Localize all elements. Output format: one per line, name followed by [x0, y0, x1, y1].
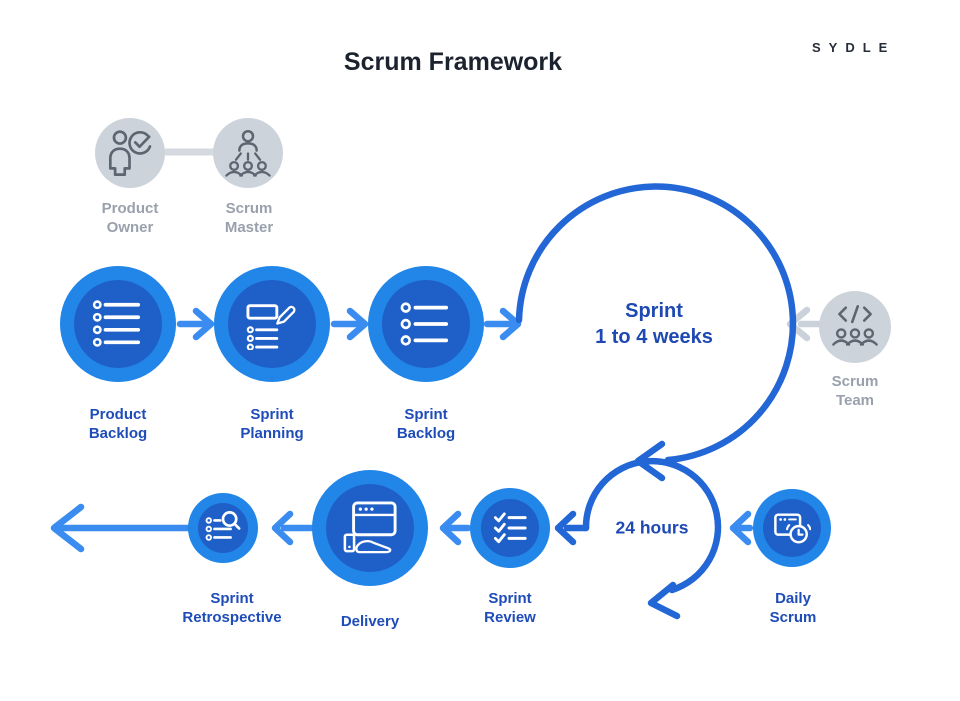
calendar-clock-icon	[774, 513, 811, 544]
scrum-team-circle	[819, 291, 891, 363]
sprint-retrospective-circle	[188, 493, 258, 563]
browser-hand-delivery-icon	[343, 501, 397, 554]
product-owner-circle	[95, 118, 165, 188]
product-backlog-label: Product Backlog	[88, 406, 148, 442]
sprint-review-circle	[470, 488, 550, 568]
sprint-duration-text: Sprint 1 to 4 weeks	[595, 300, 713, 348]
scrum-master-circle	[213, 118, 283, 188]
arrow-delivery-to-sprint-retrospective	[271, 510, 315, 546]
arrow-sprint-backlog-to-sprint-loop	[483, 307, 522, 341]
sprint-backlog-label: Sprint Backlog	[396, 406, 456, 442]
arrow-sprint-retrospective-out	[50, 503, 194, 553]
bulleted-list-icon	[92, 300, 141, 347]
delivery-label: Delivery	[340, 613, 400, 630]
scrum-team-label: Scrum Team	[831, 373, 879, 409]
sydle-logo: SYDLE	[812, 40, 896, 55]
arrow-daily-scrum-to-daily-loop	[729, 510, 754, 546]
code-team-icon	[832, 305, 878, 346]
list-magnifier-icon	[205, 511, 241, 541]
leader-over-team-icon	[225, 129, 271, 177]
arrow-sprint-planning-to-sprint-backlog	[330, 307, 369, 341]
sprint-retrospective-label: Sprint Retrospective	[182, 590, 282, 626]
daily-loop	[554, 457, 722, 620]
product-owner-label: Product Owner	[101, 200, 159, 236]
diagram-title: Scrum Framework	[343, 48, 563, 76]
person-with-check-icon	[108, 130, 152, 176]
bulleted-list-icon	[400, 302, 449, 346]
scrum-master-label: Scrum Master	[224, 200, 274, 236]
sprint-planning-circle	[214, 266, 330, 382]
arrow-sprint-review-to-delivery	[439, 510, 472, 546]
checklist-icon	[493, 512, 527, 544]
daily-duration-text: 24 hours	[615, 517, 689, 538]
product-backlog-circle	[60, 266, 176, 382]
sprint-review-label: Sprint Review	[484, 590, 536, 626]
daily-scrum-circle	[753, 489, 831, 567]
arrow-product-backlog-to-sprint-planning	[176, 307, 215, 341]
list-with-pencil-icon	[246, 304, 296, 350]
delivery-circle	[312, 470, 428, 586]
daily-scrum-label: Daily Scrum	[769, 590, 817, 626]
sprint-planning-label: Sprint Planning	[240, 406, 304, 442]
sprint-backlog-circle	[368, 266, 484, 382]
